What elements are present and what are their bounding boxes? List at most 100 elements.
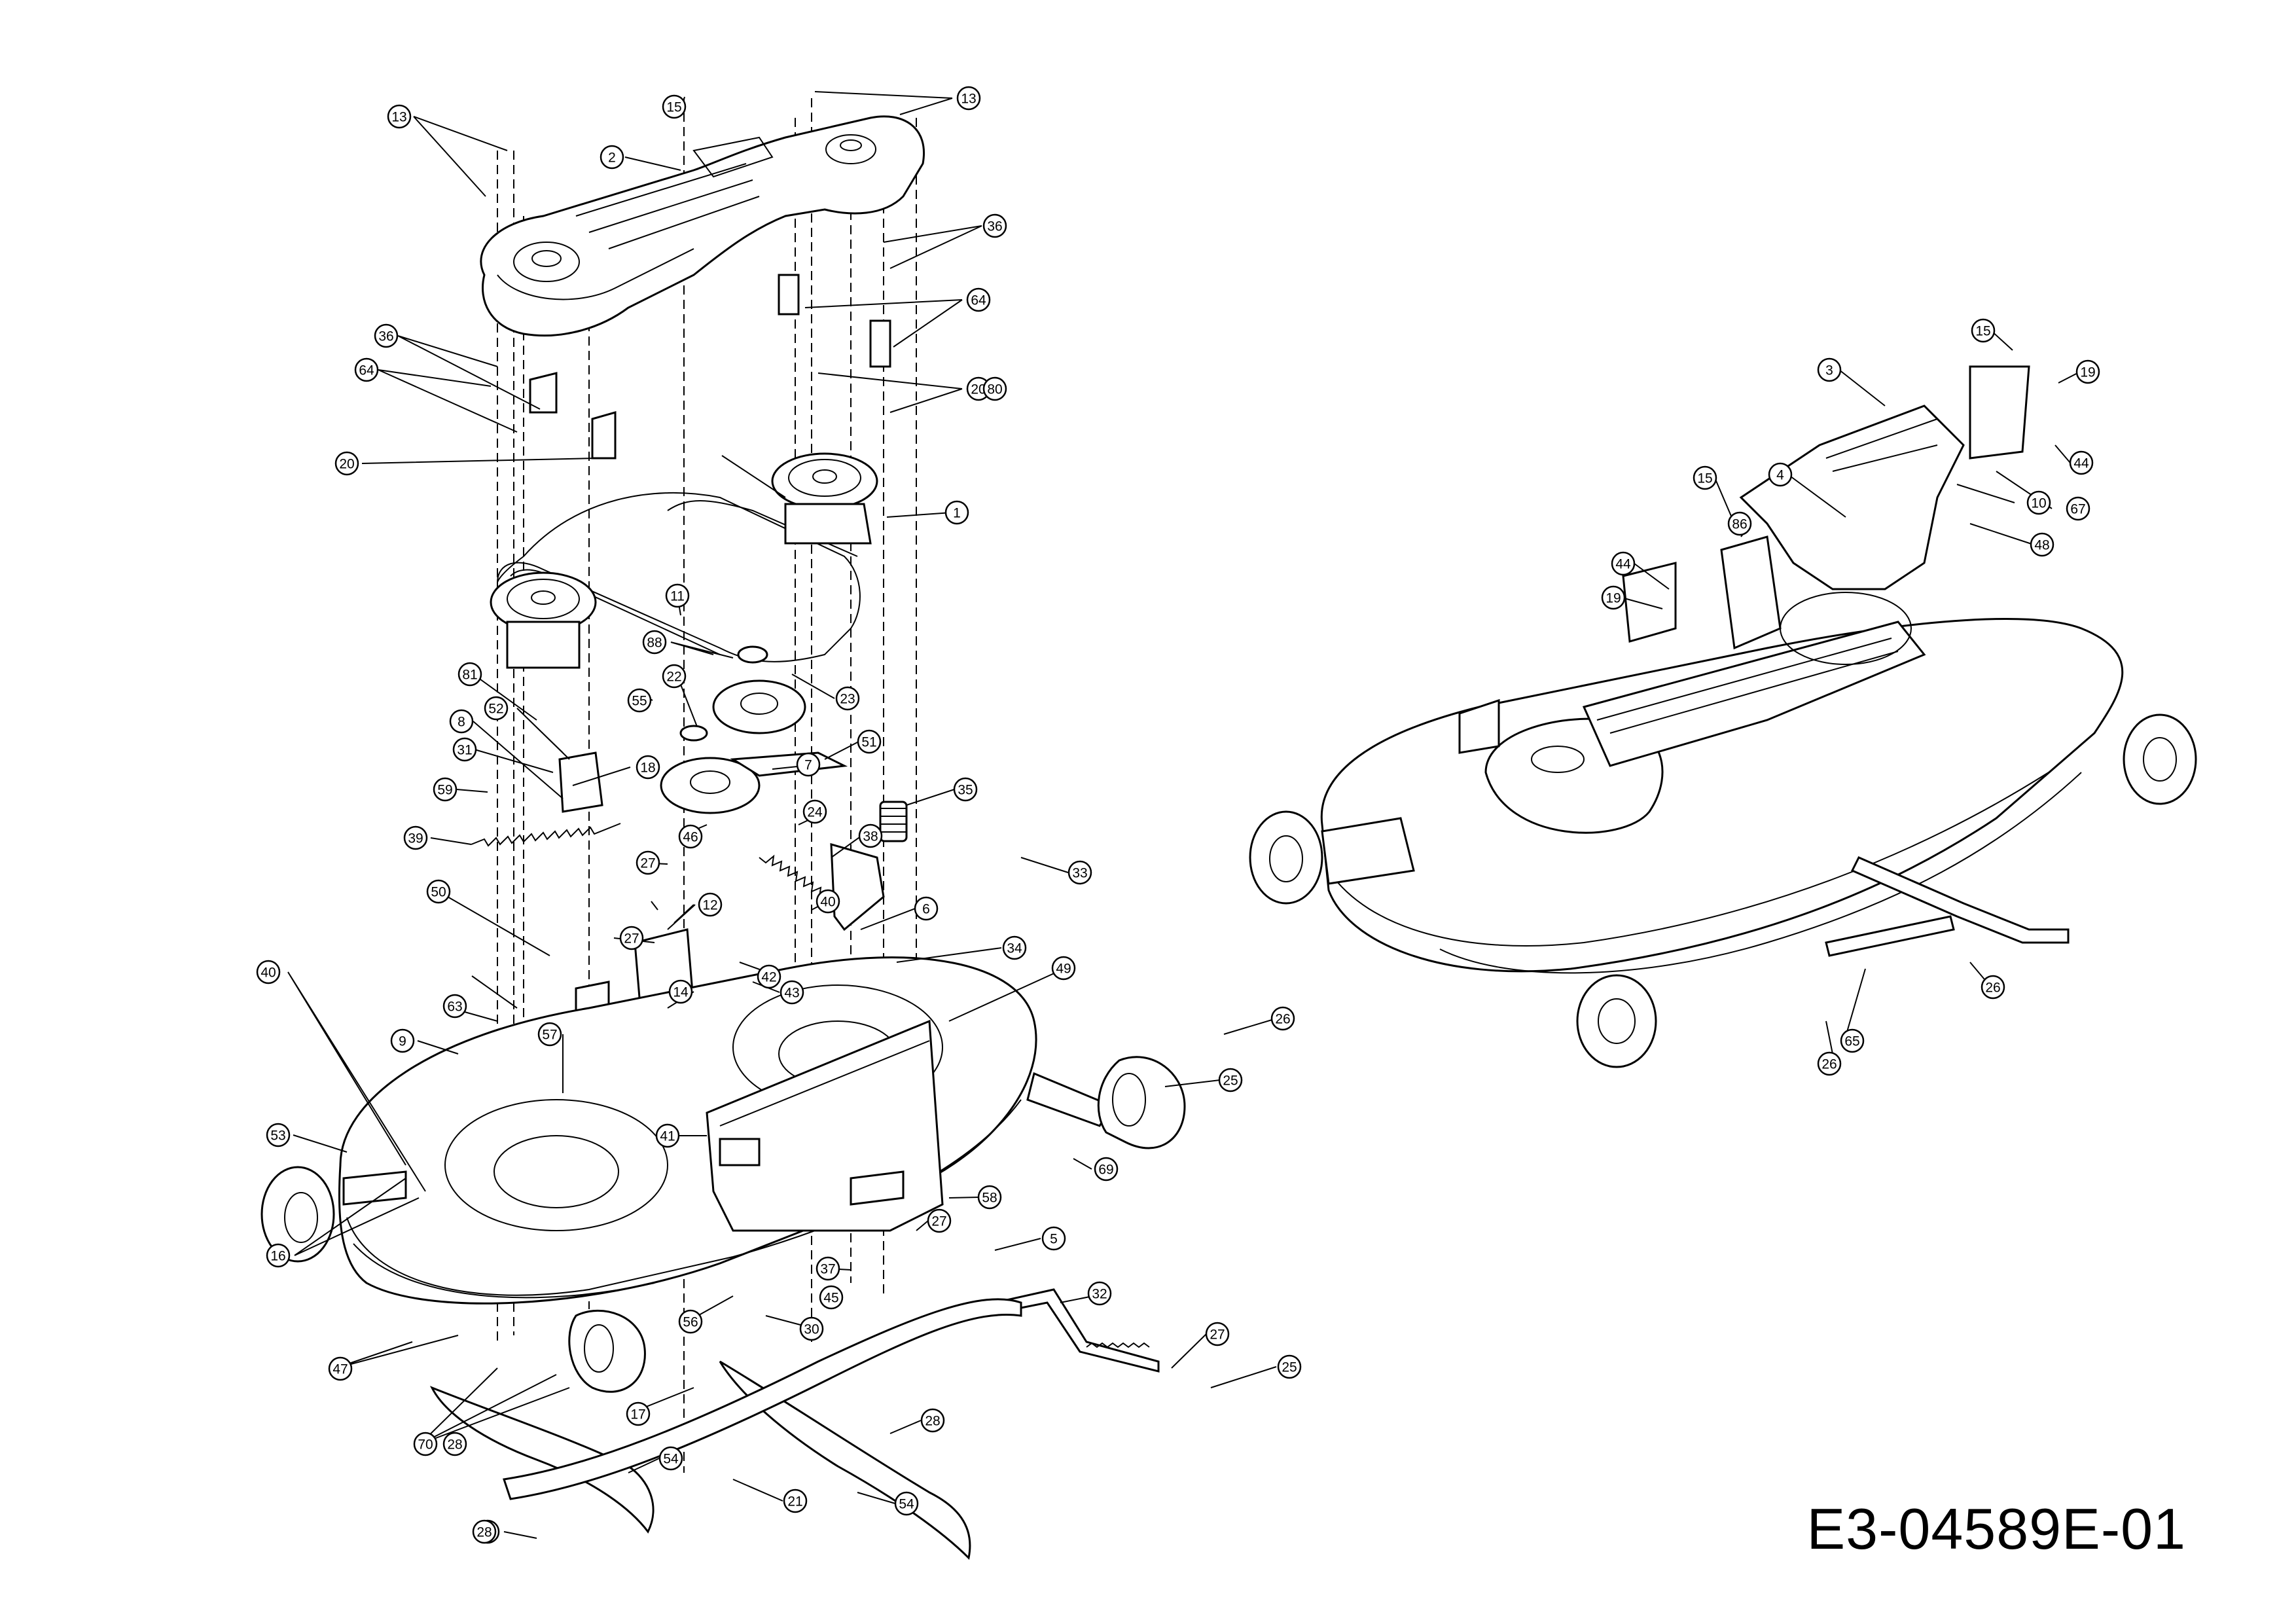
callout-left-57: 57 bbox=[537, 1022, 562, 1047]
callout-label: 55 bbox=[632, 694, 647, 709]
callout-label: 25 bbox=[1282, 1360, 1297, 1375]
callout-left-52: 52 bbox=[484, 696, 509, 721]
callout-label: 16 bbox=[270, 1249, 285, 1264]
callout-circle bbox=[894, 1491, 919, 1516]
callout-circle bbox=[1727, 511, 1752, 536]
callout-left-58: 58 bbox=[977, 1185, 1002, 1210]
callout-label: 22 bbox=[666, 670, 681, 685]
callout-circle bbox=[457, 662, 482, 687]
callout-label: 57 bbox=[542, 1028, 557, 1043]
callout-circle bbox=[1094, 1157, 1119, 1182]
callout-circle bbox=[668, 979, 693, 1004]
callout-circle bbox=[626, 1401, 651, 1426]
callout-left-31: 31 bbox=[452, 737, 477, 762]
callout-circle bbox=[328, 1356, 353, 1381]
spindle-pulley-right bbox=[771, 452, 878, 545]
callout-circle bbox=[780, 980, 804, 1005]
callout-circle bbox=[953, 777, 978, 802]
callout-label: 5 bbox=[1050, 1232, 1058, 1247]
callout-right-44: 44 bbox=[1611, 551, 1636, 576]
callout-left-36: 36 bbox=[374, 323, 399, 348]
callout-left-47: 47 bbox=[328, 1356, 353, 1381]
callout-circle bbox=[956, 86, 981, 111]
callout-label: 30 bbox=[804, 1322, 819, 1337]
callout-label: 27 bbox=[624, 931, 639, 947]
callout-circle bbox=[433, 777, 457, 802]
callout-left-38: 38 bbox=[858, 823, 883, 848]
callout-label: 15 bbox=[1697, 471, 1712, 486]
callout-label: 20 bbox=[339, 457, 354, 472]
callout-label: 50 bbox=[431, 885, 446, 900]
callout-label: 12 bbox=[702, 898, 717, 913]
callout-label: 88 bbox=[647, 636, 662, 651]
callout-right-19: 19 bbox=[1601, 585, 1626, 610]
callout-label: 36 bbox=[378, 329, 393, 344]
callout-label: 23 bbox=[840, 692, 855, 707]
callout-circle bbox=[944, 500, 969, 525]
callout-circle bbox=[1971, 318, 1996, 343]
callout-left-15: 15 bbox=[662, 94, 687, 119]
callout-left-27: 27 bbox=[636, 850, 660, 875]
callout-label: 3 bbox=[1825, 363, 1833, 378]
callout-circle bbox=[662, 664, 687, 689]
callout-right-3: 3 bbox=[1817, 357, 1842, 382]
callout-left-49: 49 bbox=[1051, 956, 1076, 981]
callout-label: 67 bbox=[2070, 502, 2085, 517]
callout-left-63: 63 bbox=[442, 994, 467, 1019]
callout-label: 81 bbox=[462, 668, 477, 683]
callout-circle bbox=[816, 1256, 840, 1281]
callout-circle bbox=[449, 709, 474, 734]
callout-left-18: 18 bbox=[636, 755, 660, 780]
callout-circle bbox=[678, 1309, 703, 1334]
callout-left-45: 45 bbox=[819, 1285, 844, 1310]
callout-label: 86 bbox=[1732, 517, 1747, 532]
callout-label: 27 bbox=[931, 1214, 946, 1229]
callout-left-1: 1 bbox=[944, 500, 969, 525]
callout-label: 24 bbox=[807, 805, 823, 820]
callout-circle bbox=[1611, 551, 1636, 576]
callout-label: 51 bbox=[861, 735, 876, 750]
callout-right-4: 4 bbox=[1768, 462, 1793, 487]
callout-label: 28 bbox=[447, 1437, 462, 1453]
callout-left-13: 13 bbox=[387, 104, 412, 129]
callout-label: 41 bbox=[660, 1129, 675, 1144]
callout-left-32: 32 bbox=[1087, 1281, 1112, 1306]
callout-label: 6 bbox=[922, 902, 930, 917]
callout-left-54: 54 bbox=[894, 1491, 919, 1516]
callout-circle bbox=[354, 357, 379, 382]
callout-circle bbox=[1041, 1226, 1066, 1251]
callout-circle bbox=[452, 737, 477, 762]
callout-circle bbox=[977, 1185, 1002, 1210]
callout-circle bbox=[1601, 585, 1626, 610]
callout-label: 64 bbox=[971, 293, 986, 308]
callout-circle bbox=[1840, 1028, 1865, 1053]
callout-label: 69 bbox=[1098, 1163, 1113, 1178]
callout-right-65: 65 bbox=[1840, 1028, 1865, 1053]
callout-right-44: 44 bbox=[2069, 450, 2094, 475]
mower-deck bbox=[338, 956, 1115, 1305]
callout-label: 59 bbox=[437, 783, 452, 798]
callout-label: 20 bbox=[971, 382, 986, 397]
left-exploded-assembly bbox=[260, 98, 1186, 1561]
callout-label: 54 bbox=[899, 1497, 914, 1512]
callout-left-35: 35 bbox=[953, 777, 978, 802]
callout-circle bbox=[982, 376, 1007, 401]
callout-label: 64 bbox=[359, 363, 374, 378]
callout-circle bbox=[442, 994, 467, 1019]
callout-label: 70 bbox=[418, 1437, 433, 1453]
callout-circle bbox=[1051, 956, 1076, 981]
callout-circle bbox=[1218, 1068, 1243, 1092]
callout-left-17: 17 bbox=[626, 1401, 651, 1426]
callout-label: 44 bbox=[1615, 557, 1631, 572]
callout-label: 15 bbox=[666, 100, 681, 115]
callout-right-86: 86 bbox=[1727, 511, 1752, 536]
callout-label: 21 bbox=[787, 1494, 802, 1509]
callout-circle bbox=[403, 825, 428, 850]
callout-circle bbox=[390, 1028, 415, 1053]
callout-circle bbox=[2030, 532, 2054, 557]
callout-label: 36 bbox=[987, 219, 1002, 234]
callout-left-34: 34 bbox=[1002, 935, 1027, 960]
callout-label: 19 bbox=[2080, 365, 2095, 380]
